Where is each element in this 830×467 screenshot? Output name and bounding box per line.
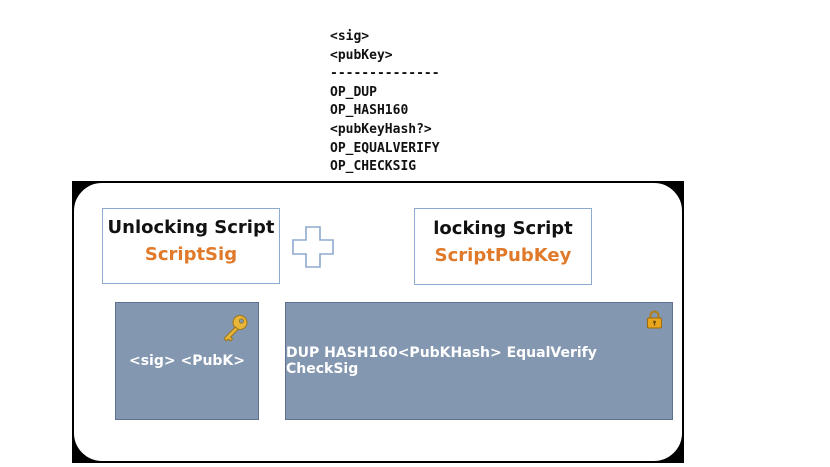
key-icon: [223, 315, 248, 342]
stack-line-op-hash160: OP_HASH160: [330, 103, 409, 119]
locking-script-content-text: DUP HASH160<PubKHash> EqualVerify CheckS…: [286, 345, 597, 377]
locking-script-content: DUP HASH160<PubKHash> EqualVerify CheckS…: [285, 302, 673, 420]
unlocking-script-content-text: <sig> <PubK>: [128, 353, 246, 369]
stack-line-pubkey: <pubKey>: [330, 47, 393, 63]
unlocking-script-content: <sig> <PubK>: [115, 302, 259, 420]
script-stack-listing: <sig> <pubKey> -------------- OP_DUP OP_…: [330, 28, 440, 177]
unlocking-script-title: Unlocking Script: [107, 217, 275, 238]
plus-icon: [292, 226, 334, 268]
unlocking-script-subtitle: ScriptSig: [144, 244, 238, 265]
stack-separator: --------------: [330, 66, 440, 82]
stack-line-op-checksig: OP_CHECKSIG: [330, 159, 417, 175]
stack-line-sig: <sig>: [330, 29, 370, 44]
locking-script-title: locking Script: [433, 218, 573, 239]
stack-line-pubkeyhash: <pubKeyHash?>: [330, 121, 432, 137]
stack-line-op-dup: OP_DUP: [330, 84, 377, 100]
locking-script-subtitle: ScriptPubKey: [434, 245, 572, 266]
padlock-icon: [647, 310, 662, 329]
locking-script-box: locking Script ScriptPubKey: [414, 208, 592, 285]
unlocking-script-box: Unlocking Script ScriptSig: [102, 208, 280, 284]
stack-line-op-equalverify: OP_EQUALVERIFY: [330, 140, 440, 156]
